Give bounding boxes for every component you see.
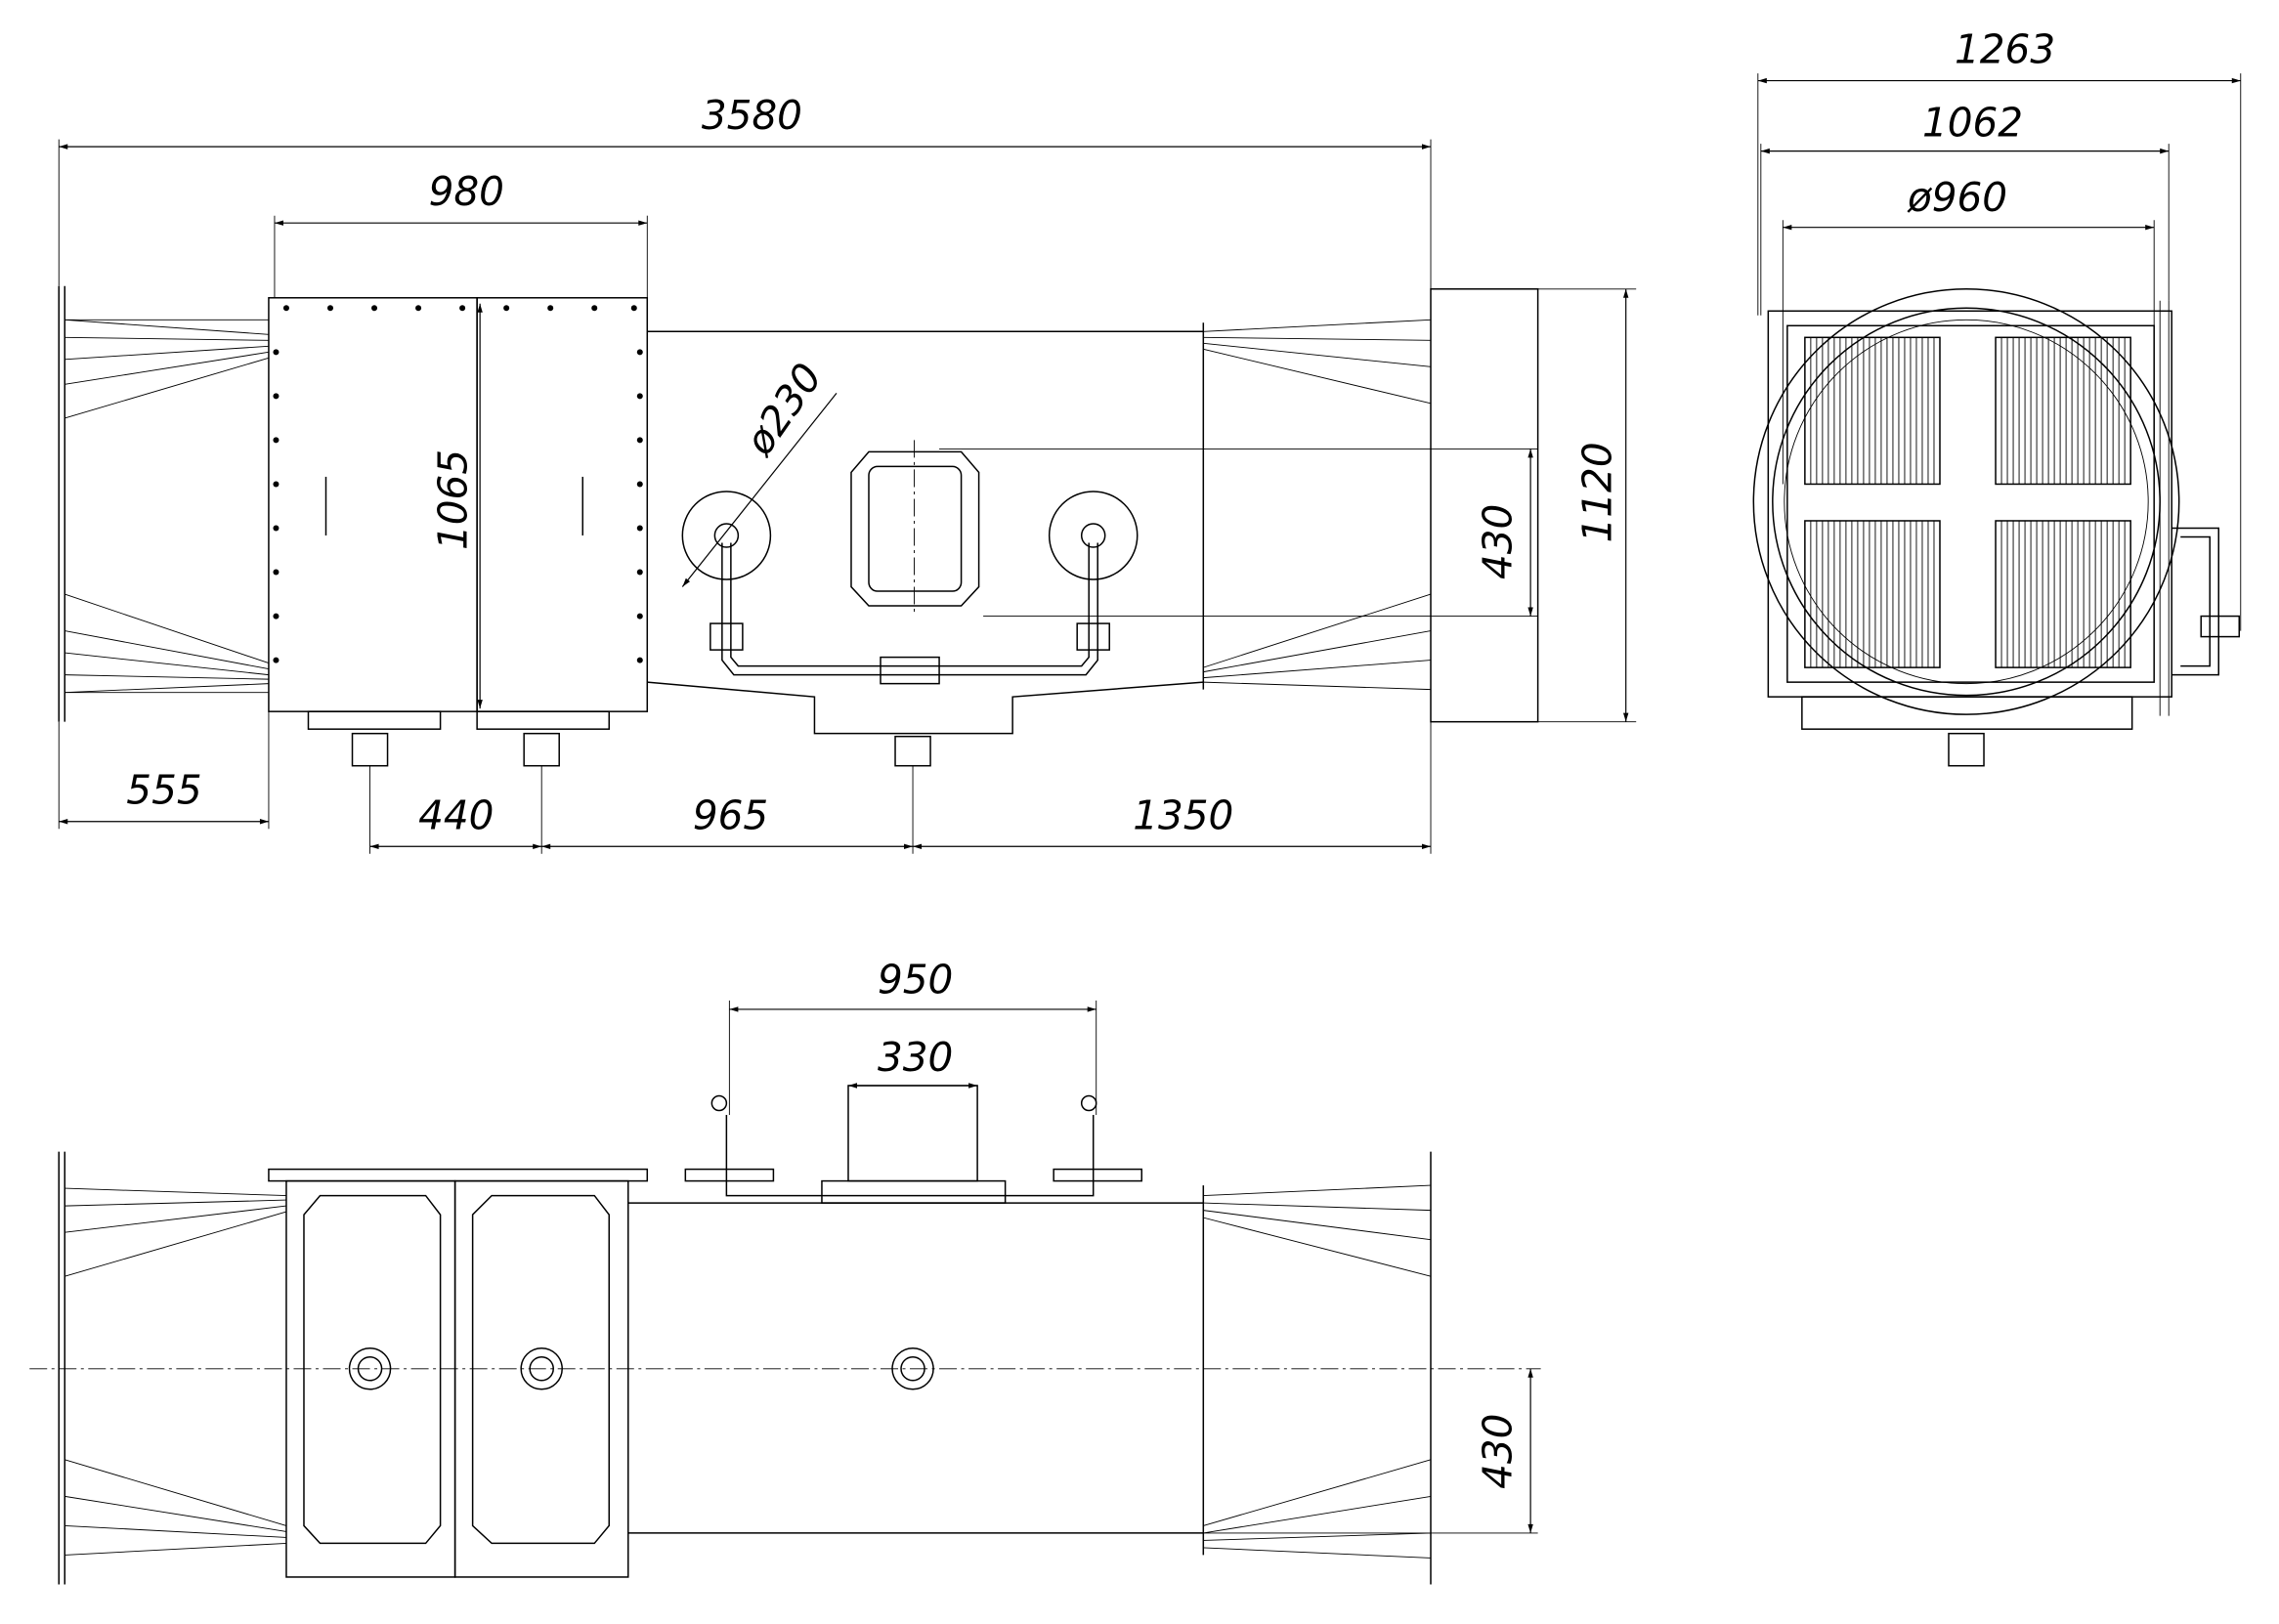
dim-drain-spacing-1: 440 <box>418 791 494 838</box>
top-view <box>29 1085 1541 1585</box>
top-dimensions: 950 330 430 <box>728 956 1538 1534</box>
heat-exchanger-grid <box>1804 336 2131 668</box>
dim-end-overall-width: 1263 <box>1955 26 2055 73</box>
dim-box-width: 980 <box>429 168 504 215</box>
end-dimensions: 1263 1062 ø960 <box>1757 26 2242 631</box>
front-view <box>58 285 1539 767</box>
dim-valve-spacing: 950 <box>878 956 953 1003</box>
dim-hatch-height: 430 <box>1475 504 1522 579</box>
dim-drain-spacing-2: 965 <box>693 791 768 838</box>
dim-overall-length: 3580 <box>702 92 802 139</box>
dim-inlet-length: 555 <box>126 767 201 814</box>
dim-drain-to-end: 1350 <box>1133 791 1233 838</box>
front-dimensions: 3580 980 1065 ø230 430 1120 555 440 965 … <box>58 92 1637 854</box>
end-view <box>1752 288 2241 767</box>
dim-end-diameter: ø960 <box>1907 174 2007 221</box>
dim-box-height: 1065 <box>430 449 477 550</box>
dim-hatch-width: 330 <box>878 1034 953 1081</box>
dim-end-flange-width: 1062 <box>1922 100 2023 147</box>
dim-flange-diameter: ø230 <box>735 355 831 464</box>
dim-outlet-height: 1120 <box>1574 442 1621 542</box>
dim-axis-offset: 430 <box>1475 1414 1522 1489</box>
